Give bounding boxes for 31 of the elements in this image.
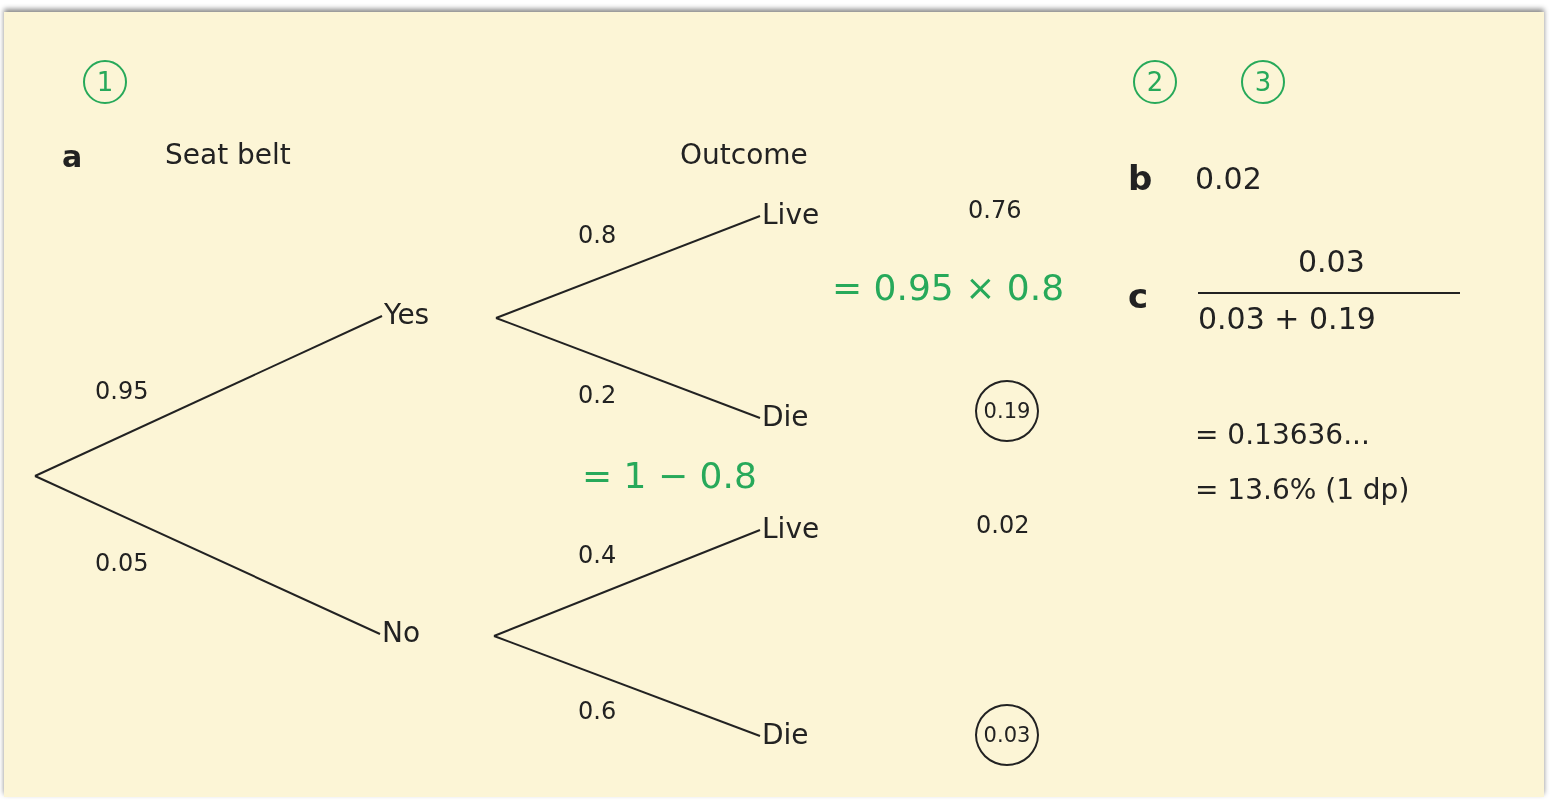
tree-branch bbox=[495, 317, 761, 419]
branch-label: Live bbox=[762, 510, 848, 546]
working-text: = 13.6% (1 dp) bbox=[1195, 475, 1410, 506]
circled-answer: 0.03 bbox=[975, 704, 1039, 766]
step-number: 3 bbox=[1241, 60, 1285, 104]
part-letter: a bbox=[62, 140, 83, 173]
working-text: = 0.13636... bbox=[1195, 420, 1370, 451]
branch-label: Live bbox=[762, 196, 848, 232]
tree-branch bbox=[34, 475, 381, 635]
column-heading: Outcome bbox=[680, 140, 808, 171]
part-letter: c bbox=[1128, 278, 1149, 316]
part-letter: b bbox=[1128, 160, 1153, 198]
tree-branch bbox=[493, 635, 761, 737]
working-text: 0.03 + 0.19 bbox=[1198, 302, 1376, 335]
tree-branch bbox=[34, 315, 383, 477]
tree-branch bbox=[493, 529, 761, 637]
working-note: = 1 − 0.8 bbox=[582, 456, 757, 496]
circled-answer: 0.19 bbox=[975, 380, 1039, 442]
working-note: = 0.95 × 0.8 bbox=[832, 268, 1065, 308]
branch-label: Die bbox=[762, 398, 832, 434]
working-text: 0.02 bbox=[1195, 162, 1262, 195]
step-number: 1 bbox=[83, 60, 127, 104]
branch-label: Die bbox=[762, 716, 832, 752]
tree-branch bbox=[495, 215, 761, 319]
column-heading: Seat belt bbox=[165, 140, 291, 171]
branch-label: Yes bbox=[384, 296, 454, 332]
working-text: 0.02 bbox=[976, 512, 1030, 539]
working-text: 0.03 bbox=[1298, 245, 1365, 278]
step-number: 2 bbox=[1133, 60, 1177, 104]
branch-label: No bbox=[382, 614, 452, 650]
working-text: 0.76 bbox=[968, 197, 1022, 224]
